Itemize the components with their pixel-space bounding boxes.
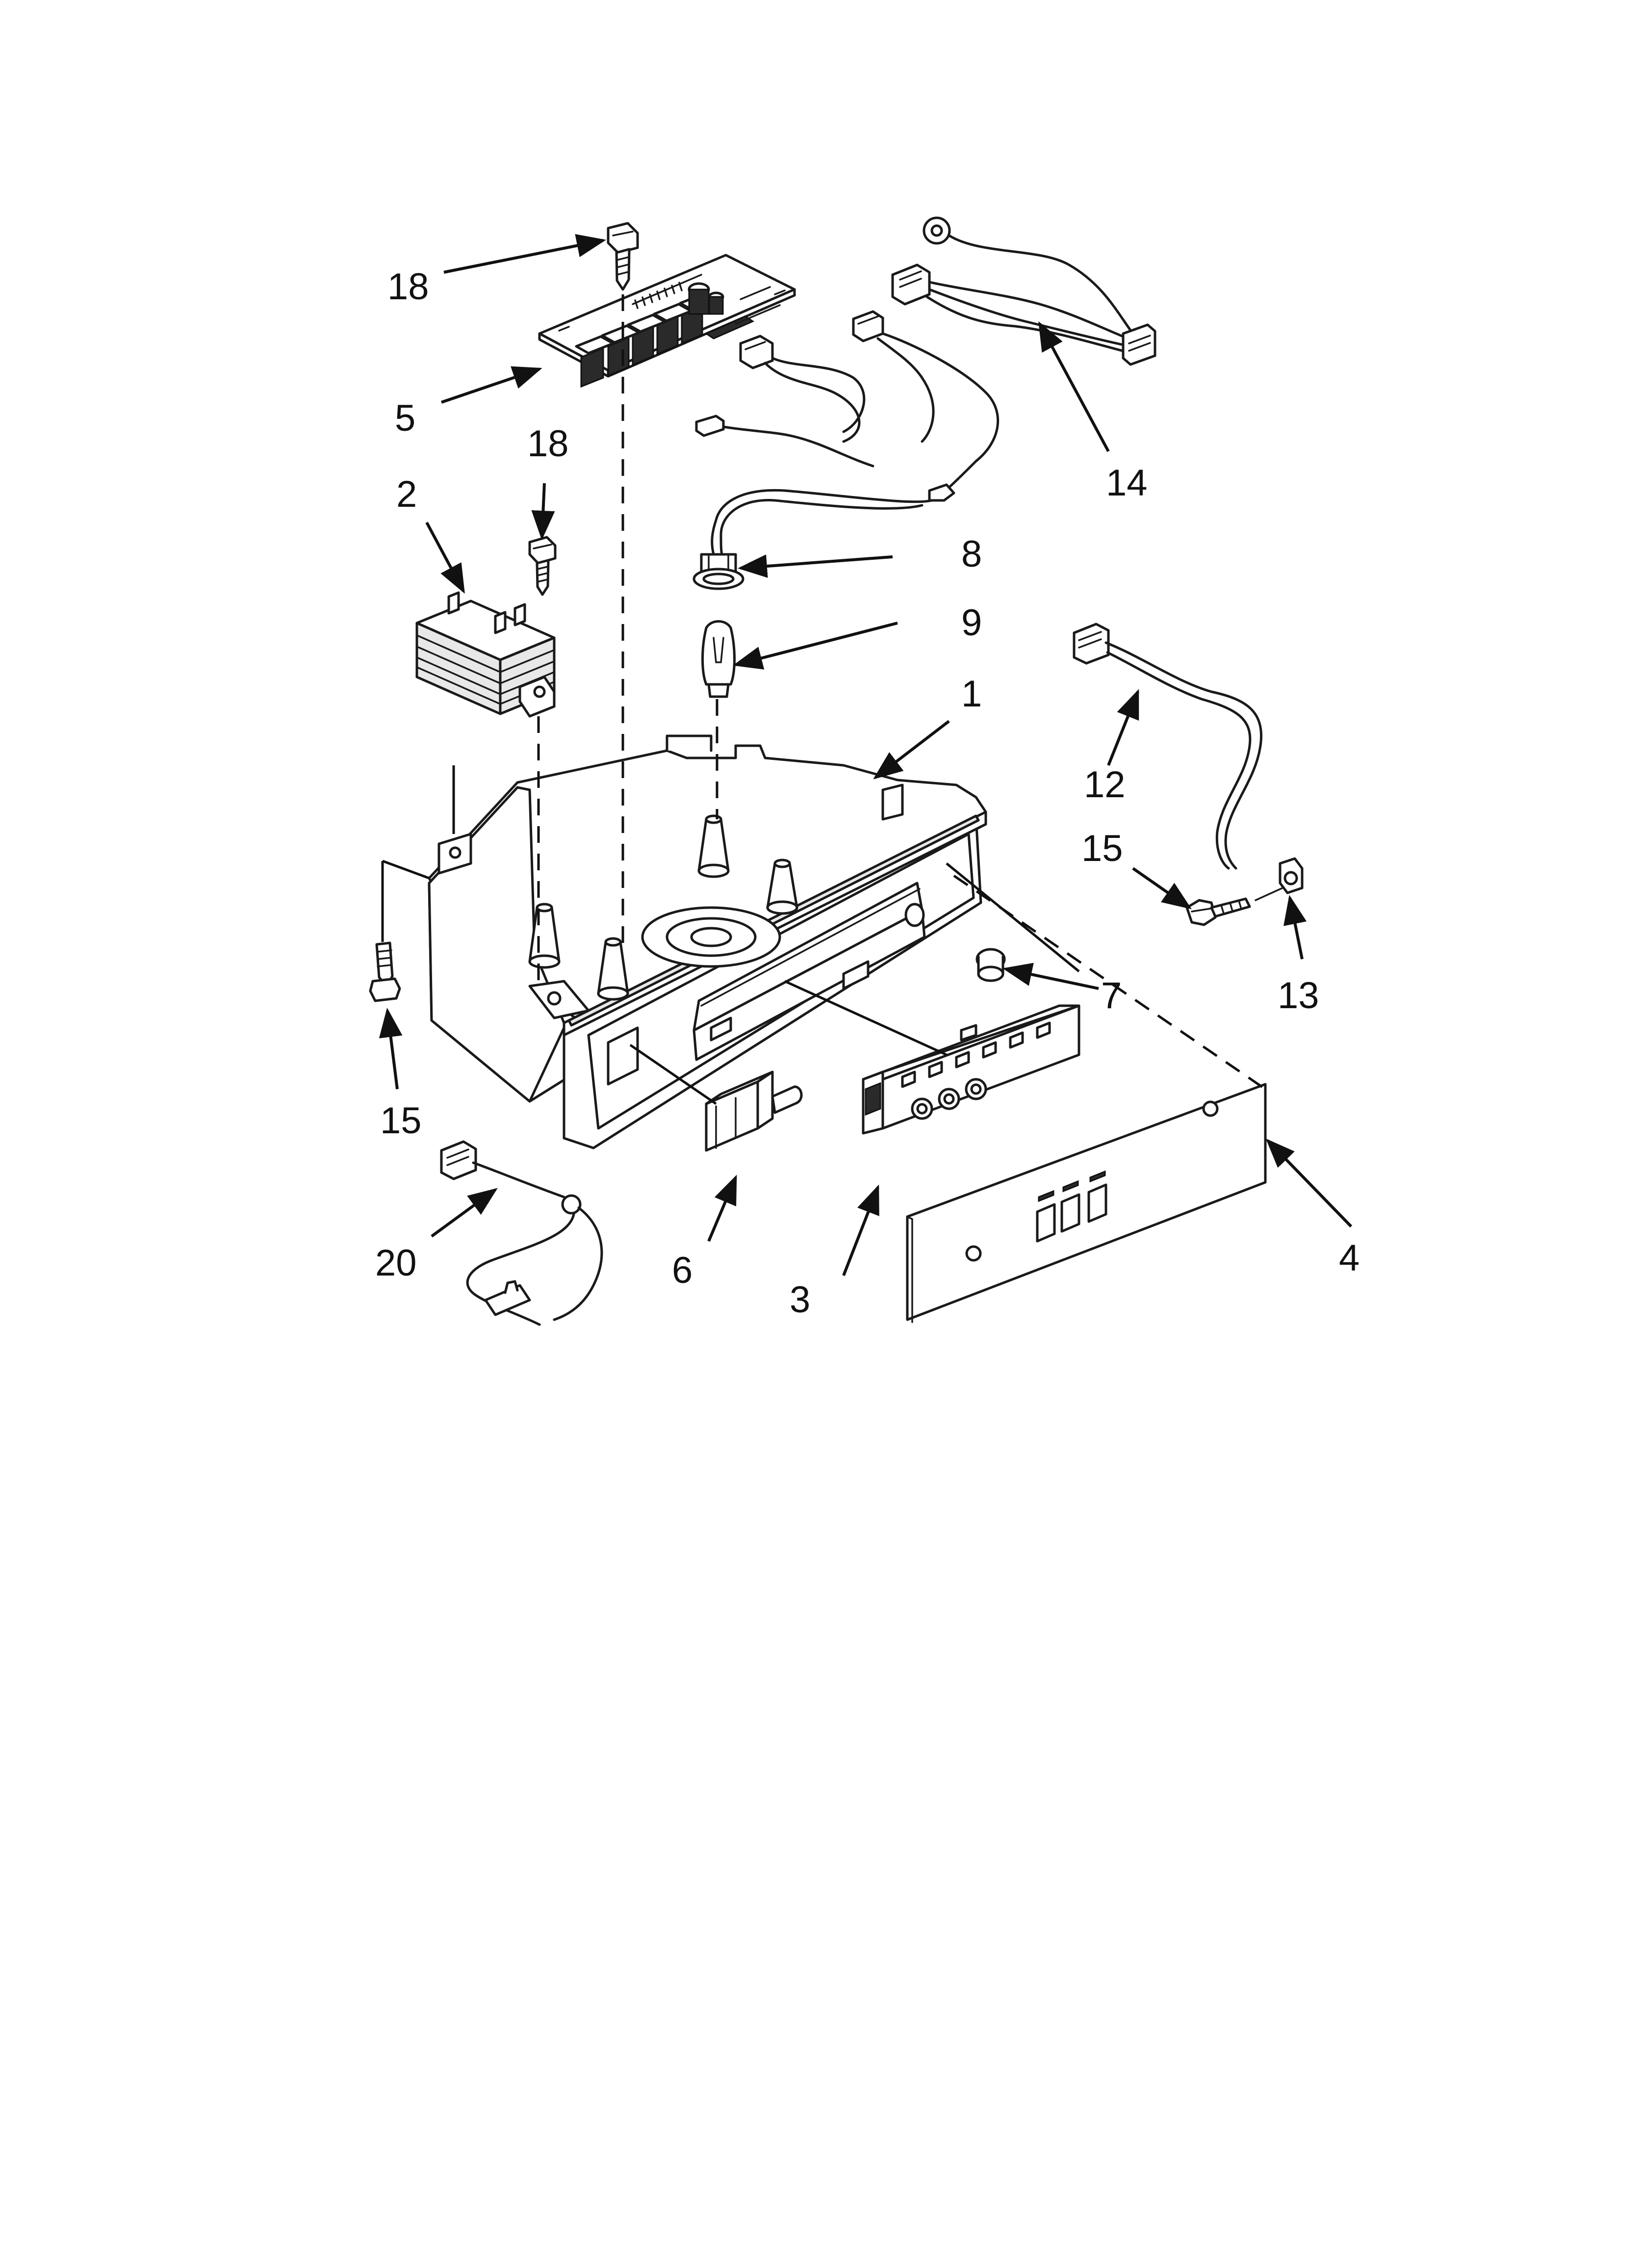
leader-arrows xyxy=(379,234,1353,1277)
screw-15-left xyxy=(369,941,401,1002)
callout-18-middle: 18 xyxy=(527,423,569,465)
callout-1: 1 xyxy=(961,673,982,715)
callout-15-left: 15 xyxy=(380,1100,422,1142)
callout-14: 14 xyxy=(1106,462,1148,504)
control-board-5 xyxy=(538,254,796,388)
control-panel-3 xyxy=(862,1004,1080,1135)
screw-15-right xyxy=(1185,897,1251,926)
callout-labels: 18 5 18 2 14 8 9 1 12 15 13 7 4 3 6 15 2… xyxy=(375,266,1360,1321)
screw-18-top xyxy=(607,222,639,291)
callout-6: 6 xyxy=(672,1250,693,1291)
callout-5: 5 xyxy=(395,397,415,439)
light-bulb-9 xyxy=(701,620,736,698)
callout-2: 2 xyxy=(396,473,417,515)
callout-9: 9 xyxy=(961,602,982,644)
callout-7: 7 xyxy=(1101,975,1122,1017)
callout-20: 20 xyxy=(375,1242,417,1284)
screw-18-middle xyxy=(528,536,557,596)
ground-clip-13 xyxy=(1255,857,1304,901)
callout-4: 4 xyxy=(1339,1237,1360,1279)
control-housing-1 xyxy=(428,734,987,1149)
switch-6 xyxy=(705,1070,803,1152)
sensor-wire-20 xyxy=(440,1140,603,1326)
callout-12: 12 xyxy=(1084,764,1126,806)
faceplate-4 xyxy=(906,1083,1267,1323)
light-socket-harness-8 xyxy=(693,310,1000,590)
boss-cones xyxy=(528,814,798,1001)
callout-3: 3 xyxy=(790,1279,810,1321)
transformer-2 xyxy=(415,591,556,718)
assembly-lines xyxy=(381,294,1266,1105)
wire-lead-12 xyxy=(1073,623,1262,870)
plug-7 xyxy=(975,948,1006,982)
wire-harness-14 xyxy=(891,216,1156,366)
callout-18-top: 18 xyxy=(387,266,429,308)
callout-15-right: 15 xyxy=(1081,828,1123,869)
callout-8: 8 xyxy=(961,533,982,575)
callout-13: 13 xyxy=(1278,975,1319,1017)
